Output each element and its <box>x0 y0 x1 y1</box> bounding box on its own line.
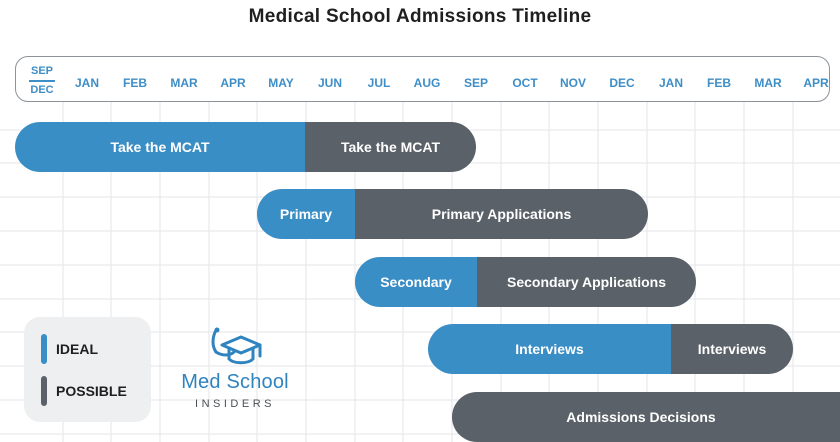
legend-swatch-ideal <box>41 334 47 364</box>
legend-item-ideal: IDEAL <box>41 334 98 364</box>
legend: IDEAL POSSIBLE <box>24 317 151 422</box>
primary-bar: Primary Primary Applications <box>257 189 648 239</box>
month-label: MAY <box>268 76 294 90</box>
month-label: JUN <box>317 76 342 90</box>
interviews-ideal-segment: Interviews <box>428 324 671 374</box>
secondary-bar: Secondary Secondary Applications <box>355 257 696 307</box>
graduation-stethoscope-icon <box>211 327 262 365</box>
mcat-bar: Take the MCAT Take the MCAT <box>15 122 476 172</box>
logo-subtitle: INSIDERS <box>195 398 275 410</box>
month-label: FEB <box>123 76 147 90</box>
month-label: JAN <box>658 76 683 90</box>
legend-label-ideal: IDEAL <box>56 341 98 357</box>
logo-name: Med School <box>181 371 289 393</box>
month-label: OCT <box>512 76 538 90</box>
legend-swatch-possible <box>41 376 47 406</box>
secondary-possible-segment: Secondary Applications <box>477 257 696 307</box>
month-label: NOV <box>559 76 586 90</box>
month-label: APR <box>803 76 829 90</box>
month-strip <box>15 56 830 102</box>
month-label: SEP <box>463 76 488 90</box>
primary-ideal-segment: Primary <box>257 189 355 239</box>
month-label: JAN <box>74 76 99 90</box>
month-label: MAR <box>754 76 782 90</box>
month-label-sep: SEP <box>30 65 53 77</box>
legend-item-possible: POSSIBLE <box>41 376 127 406</box>
interviews-possible-segment: Interviews <box>671 324 793 374</box>
month-label: DEC <box>609 76 635 90</box>
legend-label-possible: POSSIBLE <box>56 383 127 399</box>
mcat-possible-segment: Take the MCAT <box>305 122 476 172</box>
secondary-ideal-segment: Secondary <box>355 257 477 307</box>
month-label: APR <box>220 76 246 90</box>
month-divider <box>29 80 55 82</box>
mcat-ideal-segment: Take the MCAT <box>15 122 305 172</box>
interviews-bar: Interviews Interviews <box>428 324 793 374</box>
month-label-dec: DEC <box>30 84 54 96</box>
month-label: MAR <box>170 76 198 90</box>
month-label: JUL <box>367 76 391 90</box>
month-label: FEB <box>707 76 731 90</box>
page-title: Medical School Admissions Timeline <box>248 6 592 27</box>
med-school-insiders-logo: Med School INSIDERS <box>172 326 302 416</box>
decisions-bar: Admissions Decisions <box>452 392 840 442</box>
month-label: AUG <box>413 76 441 90</box>
month-label-sep-dec: SEP DEC <box>27 64 57 97</box>
decisions-possible-segment: Admissions Decisions <box>452 392 840 442</box>
primary-possible-segment: Primary Applications <box>355 189 648 239</box>
